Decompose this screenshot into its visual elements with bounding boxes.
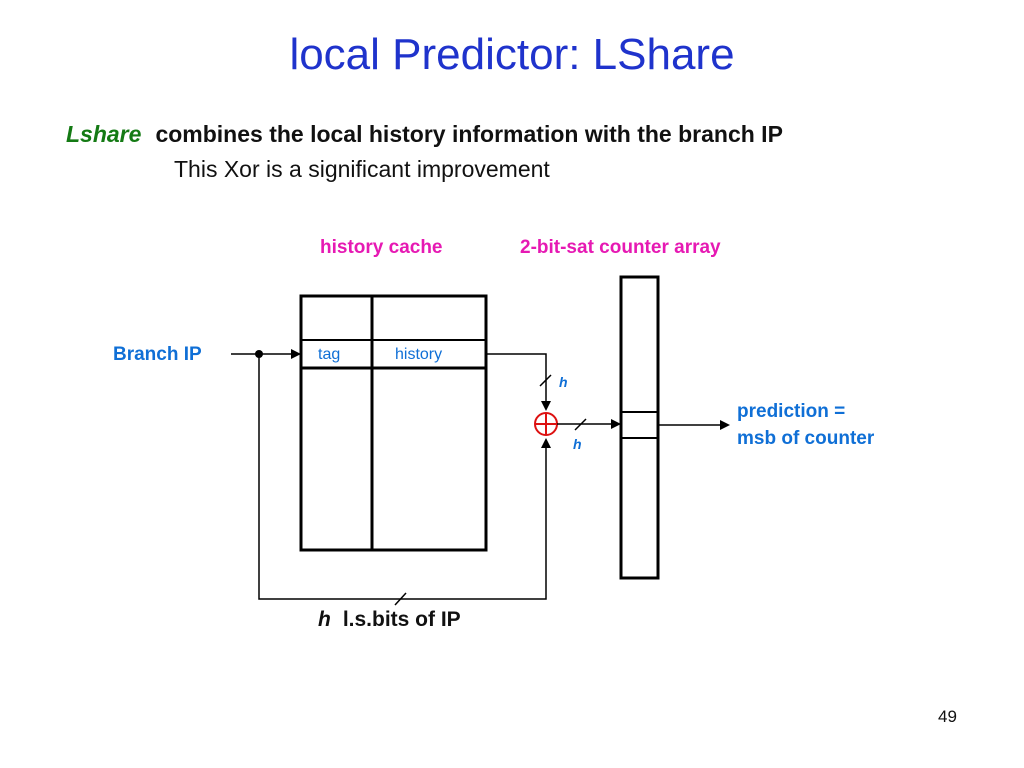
intro-line-1: Lshare combines the local history informa… [66, 121, 783, 148]
branch-ip-arrowhead [291, 349, 301, 359]
branch-ip-label: Branch IP [113, 344, 202, 365]
counter-array-label: 2-bit-sat counter array [520, 237, 721, 258]
history-cache-table [299, 294, 488, 552]
history-width-tick [539, 374, 552, 387]
ip-lsbits-label: h l.s.bits of IP [318, 608, 461, 632]
page-number: 49 [938, 707, 957, 726]
ip-lsbits-text: l.s.bits of IP [342, 608, 461, 631]
xor-icon [534, 412, 558, 436]
intro-line-2: This Xor is a significant improvement [174, 156, 550, 182]
prediction-label-line-1: prediction = [737, 401, 846, 422]
intro-line-1-text: combines the local history information w… [155, 121, 783, 147]
ip-lsbits-arrowhead [541, 438, 551, 448]
xor-output-width-tick [574, 418, 587, 431]
prediction-label-line-2: msb of counter [737, 428, 875, 449]
tag-column-label: tag [318, 346, 341, 363]
ip-lsbits-width-tick [394, 592, 407, 606]
history-output-arrowhead [541, 401, 551, 411]
history-output-wire [486, 353, 547, 402]
ip-lsbits-h: h [318, 608, 331, 631]
xor-output-width-label: h [573, 436, 582, 452]
slide-title: local Predictor: LShare [289, 30, 735, 79]
lshare-keyword: Lshare [66, 121, 142, 147]
history-column-label: history [395, 346, 443, 363]
xor-output-arrowhead [611, 419, 621, 429]
prediction-arrowhead [720, 420, 730, 430]
counter-array [619, 275, 660, 580]
history-cache-label: history cache [320, 237, 443, 258]
ip-lsbits-wire [258, 354, 547, 600]
history-width-label: h [559, 374, 568, 390]
